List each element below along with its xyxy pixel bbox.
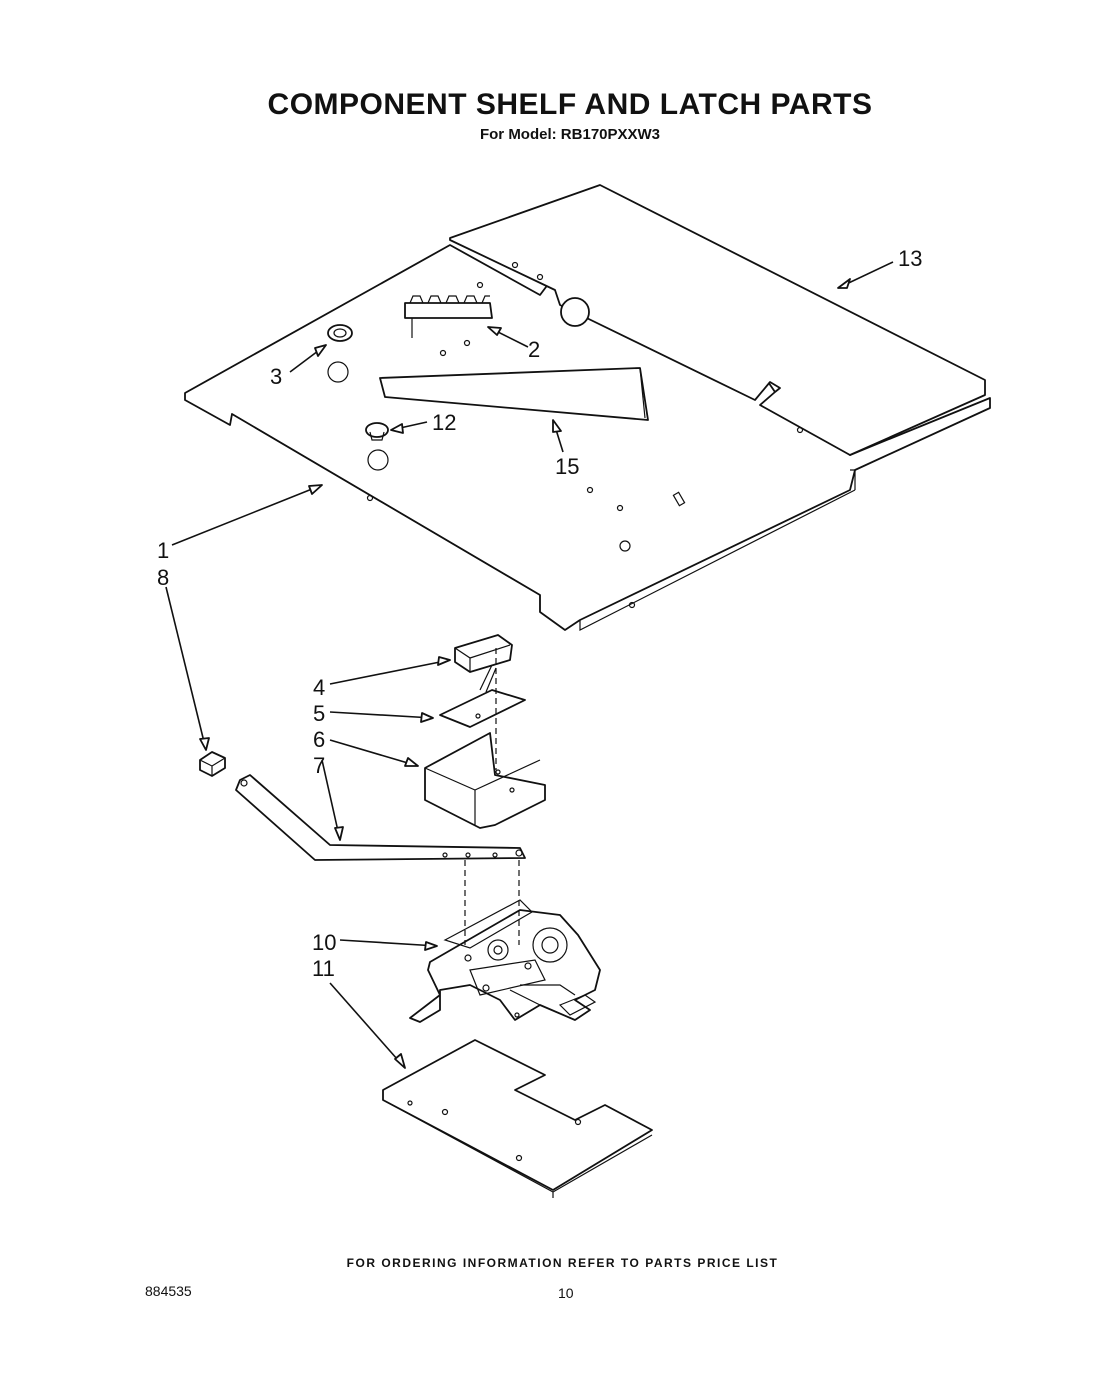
baffle-bracket: [379, 367, 649, 421]
latch-cover-plate: [382, 1039, 653, 1198]
terminal-block: [404, 295, 493, 338]
switch-bracket: [424, 732, 546, 829]
page-number: 10: [558, 1285, 574, 1301]
grommet: [327, 324, 353, 342]
document-number: 884535: [145, 1283, 192, 1299]
page-title: COMPONENT SHELF AND LATCH PARTS: [267, 88, 873, 121]
callout-11: 11: [312, 956, 335, 981]
callout-7: 7: [313, 753, 325, 778]
top-cover: [449, 184, 986, 456]
bumper: [199, 751, 226, 777]
model-subtitle: For Model: RB170PXXW3: [479, 126, 661, 143]
ordering-note: FOR ORDERING INFORMATION REFER TO PARTS …: [346, 1256, 779, 1270]
plug-button: [365, 422, 389, 441]
callout-13: 13: [898, 246, 922, 271]
latch-link: [235, 774, 526, 861]
switch: [454, 634, 513, 693]
leader-lines: [165, 261, 894, 1069]
callout-12: 12: [432, 410, 456, 435]
callout-15: 15: [555, 454, 579, 479]
callout-5: 5: [313, 701, 325, 726]
callout-10: 10: [312, 930, 336, 955]
callout-4: 4: [313, 675, 325, 700]
callout-6: 6: [313, 727, 325, 752]
callout-2: 2: [528, 337, 540, 362]
latch-assembly: [409, 899, 601, 1023]
callout-3: 3: [270, 364, 282, 389]
callout-1: 1: [157, 538, 169, 563]
insulator: [439, 689, 526, 728]
callout-8: 8: [157, 565, 169, 590]
